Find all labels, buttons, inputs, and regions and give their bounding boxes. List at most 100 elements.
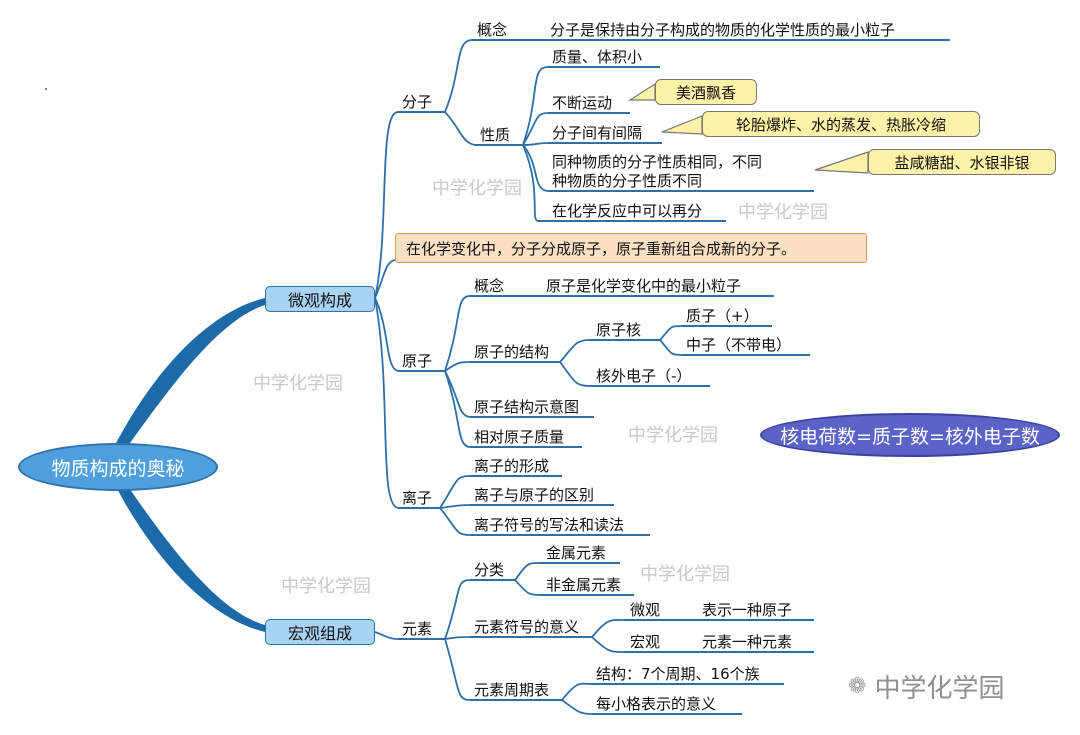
underline [470,295,774,297]
underline [398,638,445,640]
underline [470,475,562,477]
edge-macro-element [374,631,399,640]
edge-structure-electron [559,361,591,387]
node-atom-concept: 概念 [474,277,505,295]
edge-prop-1 [522,66,549,146]
edge-prop-2 [522,112,549,146]
edge-atom-mass [444,370,471,448]
node-electron: 核外电子（-） [596,367,692,385]
node-periodic-table: 元素周期表 [474,681,550,699]
underline [398,111,445,113]
underline [590,339,660,341]
callout-pointer-2 [661,115,703,135]
node-proton: 质子（+） [686,307,759,325]
node-macro-meaning: 宏观 [630,633,661,651]
underline [548,112,630,114]
property-item: 同种物质的分子性质相同，不同 [552,153,763,171]
edge-prop-4 [522,144,549,192]
wechat-icon: ❁ [848,674,867,699]
underline [538,220,726,222]
trunk-to-macro [115,482,265,632]
edge-structure-nucleus [559,339,591,363]
molecule-concept-text: 分子是保持由分子构成的物质的化学性质的最小粒子 [550,21,896,39]
edge-nucleus-neutron [659,339,683,356]
edge-element-table [444,638,471,701]
root-node: 物质构成的奥秘 [18,443,218,491]
edge-molecule-property [444,111,476,146]
periodic-structure: 结构：7个周期、16个族 [596,665,760,683]
ion-item: 离子与原子的区别 [474,486,595,504]
node-classify: 分类 [474,561,505,579]
branch-micro: 微观构成 [265,286,375,312]
watermark: 中学化学园 [640,564,730,585]
node-symbol-meaning: 元素符号的意义 [474,618,580,636]
property-item: 种物质的分子性质不同 [552,172,703,190]
underline [398,507,440,509]
property-item: 不断运动 [552,94,613,112]
stray-dot [45,88,47,90]
underline [592,713,742,715]
node-molecule-concept: 概念 [477,21,508,39]
underline [540,562,620,564]
underline [548,142,662,144]
callout-pointer-3 [814,151,869,174]
edge-ion-3 [439,507,471,536]
node-ion: 离子 [402,489,433,507]
callout-pointer-1 [627,82,656,101]
property-item: 分子间有间隔 [552,124,643,142]
edge-atom-concept [444,295,471,372]
node-molecule: 分子 [402,93,433,111]
branch-macro: 宏观组成 [265,619,375,645]
edge-micro-note [374,259,396,299]
underline [624,619,814,621]
trunk-to-micro [115,298,265,450]
edge-symbol-micro [591,619,625,638]
edge-table-structure [561,682,593,701]
underline [592,683,784,685]
edge-micro-molecule [374,111,399,299]
edge-symbol-macro [591,636,625,653]
property-item: 质量、体积小 [552,48,643,66]
atom-concept-text: 原子是化学变化中的最小粒子 [546,277,742,295]
callout-example: 轮胎爆炸、水的蒸发、热胀冷缩 [702,111,980,137]
property-item: 在化学反应中可以再分 [552,202,703,220]
callout-example: 盐咸糖甜、水银非银 [868,149,1056,175]
underline [590,385,710,387]
underline [682,325,772,327]
node-nucleus: 原子核 [596,321,642,339]
node-metal: 金属元素 [546,544,607,562]
node-neutron: 中子（不带电） [686,336,792,354]
charge-equation: 核电荷数=质子数=核外电子数 [760,413,1060,457]
node-relative-mass: 相对原子质量 [474,428,565,446]
underline [475,144,523,146]
node-atom-diagram: 原子结构示意图 [474,398,580,416]
underline [470,416,594,418]
watermark: 中学化学园 [253,373,343,394]
edge-prop-5 [522,144,539,222]
edge-ion-1 [439,475,471,509]
edge-classify-metal [514,562,541,581]
macro-meaning-text: 元素一种元素 [702,633,793,651]
underline [470,446,582,448]
node-atom-structure: 原子的结构 [474,343,550,361]
underline [470,361,560,363]
ion-item: 离子符号的写法和读法 [474,516,625,534]
edge-prop-3 [522,142,549,146]
watermark: 中学化学园 [281,576,371,597]
underline [398,370,445,372]
node-micro-meaning: 微观 [630,601,661,619]
underline [548,190,814,192]
brand-watermark: ❁ 中学化学园 [848,668,1004,705]
ion-item: 离子的形成 [474,457,550,475]
micro-meaning-text: 表示一种原子 [702,601,793,619]
node-atom: 原子 [402,352,433,370]
underline [470,636,592,638]
callout-example: 美酒飘香 [655,79,757,105]
underline [470,699,562,701]
edge-ion-2 [439,504,471,509]
edge-molecule-concept [444,39,473,113]
node-molecule-property: 性质 [480,126,511,144]
watermark: 中学化学园 [628,425,718,446]
edge-nucleus-proton [659,325,683,341]
